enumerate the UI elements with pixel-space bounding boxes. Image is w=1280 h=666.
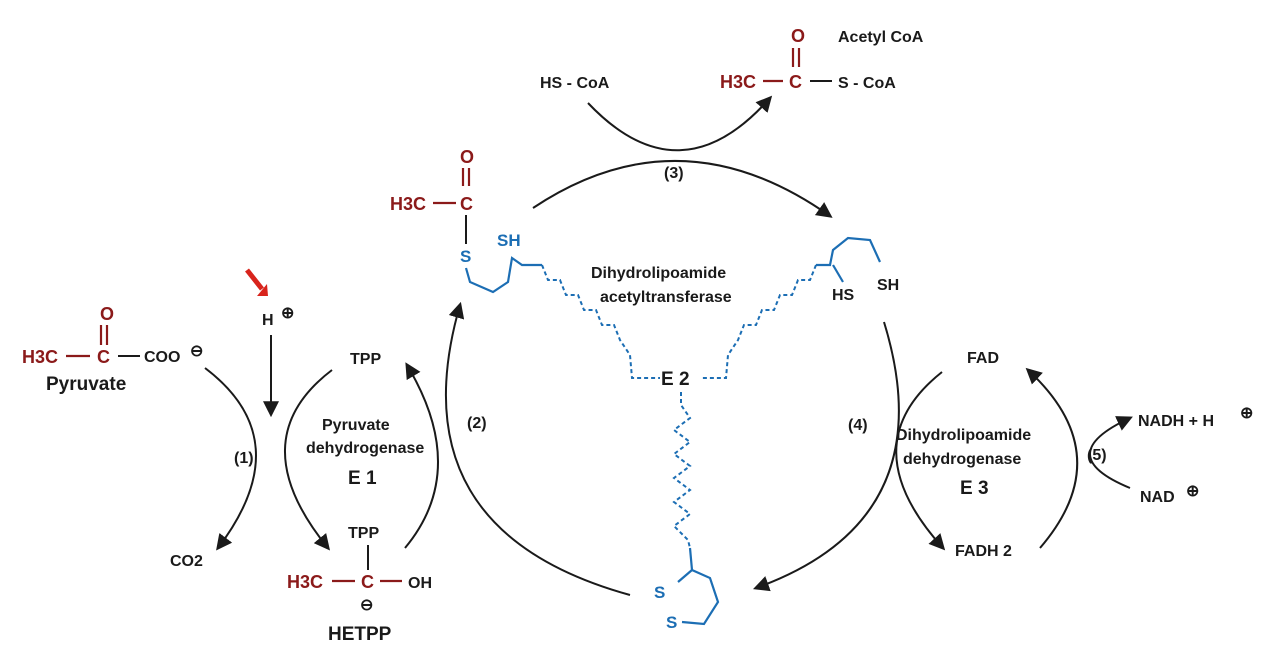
co2-label: CO2 xyxy=(170,553,203,570)
step5-nad-arrow xyxy=(1089,416,1133,489)
hetpp-structure: TPP H3C C OH ⊖ HETPP xyxy=(287,525,432,645)
step1-tpp-to-hetpp-arrow xyxy=(284,369,333,551)
step2-hetpp-to-tpp-arrow xyxy=(404,362,439,549)
acetyl-coa-methyl: H3C xyxy=(720,72,756,92)
acetyl-lipo-oxygen: O xyxy=(460,147,474,167)
step1-pyruvate-to-co2-arrow xyxy=(204,367,257,551)
pyruvate-label: Pyruvate xyxy=(46,374,126,395)
fadh2-label: FADH 2 xyxy=(955,543,1012,560)
step3-coa-arrow xyxy=(587,95,773,152)
reduced-lipo-sh: SH xyxy=(877,277,899,294)
cycle-reduced-to-oxidized-arrow xyxy=(752,321,900,592)
tpp-label: TPP xyxy=(350,351,381,368)
pyruvate-oxygen: O xyxy=(100,304,114,324)
step-4-label: (4) xyxy=(848,417,868,434)
nadh-charge: ⊕ xyxy=(1240,405,1253,422)
hetpp-methyl: H3C xyxy=(287,572,323,592)
hs-coa-label: HS - CoA xyxy=(540,75,610,92)
step-5-label: (5) xyxy=(1087,447,1107,464)
step5-fadh2-to-fad-arrow xyxy=(1025,367,1079,549)
nad-label: NAD xyxy=(1140,489,1175,506)
e1-name-line2: dehydrogenase xyxy=(306,440,424,457)
e2-linker-bottom xyxy=(672,392,692,549)
step-1-label: (1) xyxy=(234,450,254,467)
proton-charge: ⊕ xyxy=(281,305,294,322)
cycle-oxidized-to-acetyl-arrow xyxy=(445,301,631,596)
pyruvate-charge: ⊖ xyxy=(190,343,203,360)
acetyl-lipo-sulfhydryl: SH xyxy=(497,231,521,250)
step4-fad-to-fadh2-arrow xyxy=(895,371,946,551)
acetyl-lipoamide-structure: O H3C C S SH xyxy=(390,147,542,294)
e2-symbol: E 2 xyxy=(661,369,690,390)
fad-label: FAD xyxy=(967,350,999,367)
nadh-label: NADH + H xyxy=(1138,413,1214,430)
nad-charge: ⊕ xyxy=(1186,483,1199,500)
pyruvate-carbon: C xyxy=(97,347,110,367)
red-indicator-arrow-icon xyxy=(245,268,268,296)
step-3-label: (3) xyxy=(664,165,684,182)
acetyl-coa-structure: Acetyl CoA O H3C C S - CoA xyxy=(720,26,924,92)
e3-name-line2: dehydrogenase xyxy=(903,451,1021,468)
hetpp-carbon: C xyxy=(361,572,374,592)
e3-symbol: E 3 xyxy=(960,478,989,499)
acetyl-coa-name: Acetyl CoA xyxy=(838,29,924,46)
reduced-lipo-hs: HS xyxy=(832,287,855,304)
step-2-label: (2) xyxy=(467,415,487,432)
cycle-acetyl-to-reduced-arrow xyxy=(532,159,833,218)
oxidized-lipo-s1: S xyxy=(654,583,665,602)
hetpp-hydroxyl: OH xyxy=(408,575,432,592)
acetyl-lipo-methyl: H3C xyxy=(390,194,426,214)
proton-h: H xyxy=(262,312,274,329)
e2-linker-right xyxy=(700,264,817,379)
pyruvate-carboxylate: COO xyxy=(144,349,180,366)
e2-name-line2: acetyltransferase xyxy=(600,289,732,306)
e1-name-line1: Pyruvate xyxy=(322,417,390,434)
acetyl-coa-oxygen: O xyxy=(791,26,805,46)
oxidized-lipo-s2: S xyxy=(666,613,677,632)
hetpp-tpp: TPP xyxy=(348,525,379,542)
e2-name-line1: Dihydrolipoamide xyxy=(591,265,726,282)
oxidized-lipoamide-structure: S S xyxy=(654,547,720,632)
reduced-lipoamide-structure: HS SH xyxy=(816,236,899,304)
hetpp-charge: ⊖ xyxy=(360,597,373,614)
pyruvate-methyl: H3C xyxy=(22,347,58,367)
acetyl-lipo-carbon: C xyxy=(460,194,473,214)
pyruvate-structure: O H3C C COO ⊖ Pyruvate xyxy=(22,304,203,395)
e1-symbol: E 1 xyxy=(348,468,377,489)
e3-name-line1: Dihydrolipoamide xyxy=(896,427,1031,444)
e2-linker-left xyxy=(541,264,660,379)
hetpp-label: HETPP xyxy=(328,624,392,645)
acetyl-lipo-sulfur: S xyxy=(460,247,471,266)
acetyl-coa-thioester: S - CoA xyxy=(838,75,896,92)
acetyl-coa-carbon: C xyxy=(789,72,802,92)
